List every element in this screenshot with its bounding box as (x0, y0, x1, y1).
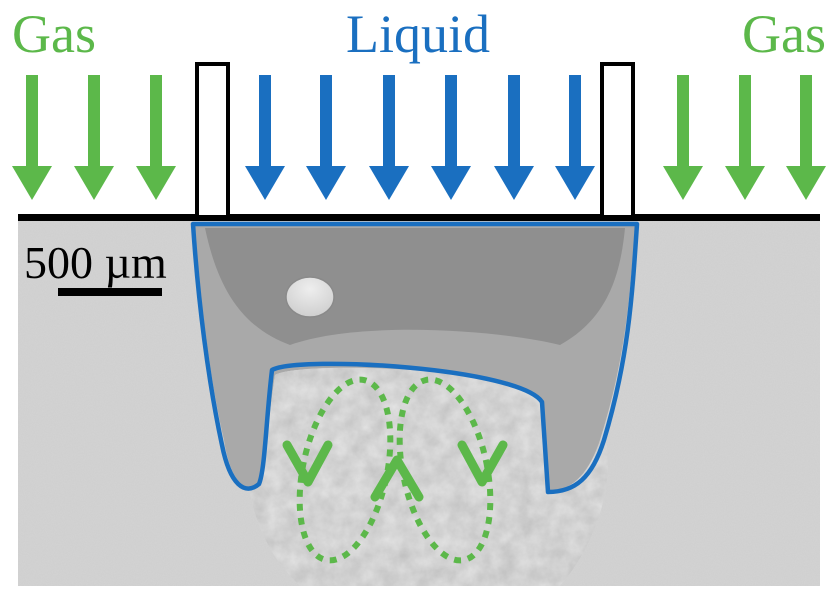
liquid-arrow (369, 75, 409, 200)
nozzle-wall-right (600, 62, 635, 219)
recirculation-marker-down-right (457, 440, 508, 487)
gas-arrow (12, 75, 52, 200)
scale-bar (58, 288, 162, 296)
liquid-arrow (245, 75, 285, 200)
micrograph (18, 220, 820, 586)
liquid-arrows (245, 75, 595, 200)
liquid-outline (190, 221, 640, 495)
gas-arrow (786, 75, 826, 200)
recirculation-marker-up-center (370, 455, 424, 502)
gas-arrows-right (663, 75, 826, 200)
gas-arrow (663, 75, 703, 200)
scale-bar-label: 500 µm (24, 237, 167, 288)
gas-arrow (74, 75, 114, 200)
liquid-arrow (555, 75, 595, 200)
liquid-cavity-dark (205, 228, 625, 345)
liquid-arrow (494, 75, 534, 200)
gas-label-right: Gas (742, 4, 826, 64)
liquid-arrow (306, 75, 346, 200)
gas-label-left: Gas (12, 4, 96, 64)
gas-arrow (136, 75, 176, 200)
gas-arrows-left (12, 75, 176, 200)
surface-line (18, 214, 820, 221)
recirculation-marker-down-left (282, 440, 333, 487)
nozzle-wall-left (195, 62, 230, 219)
bubble (285, 276, 335, 318)
liquid-arrow (431, 75, 471, 200)
recirculation-loop-right (396, 376, 494, 564)
gas-arrow (725, 75, 765, 200)
liquid-label: Liquid (346, 4, 490, 64)
